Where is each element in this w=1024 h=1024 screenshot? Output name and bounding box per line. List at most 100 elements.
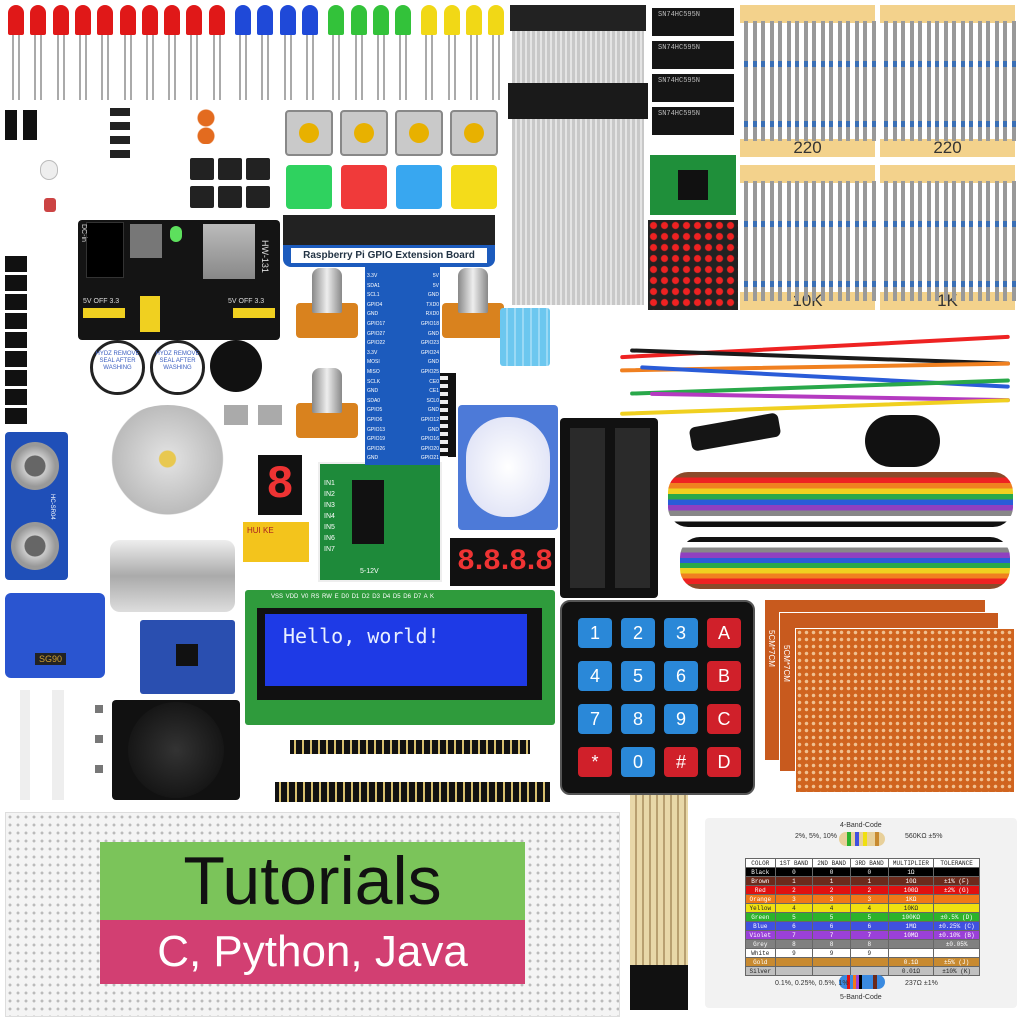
table-cell: Grey bbox=[745, 939, 776, 949]
tactile-button[interactable] bbox=[450, 110, 498, 156]
keypad-key-4[interactable]: 4 bbox=[578, 661, 612, 691]
table-cell: 5 bbox=[774, 912, 814, 922]
keypad-key-D[interactable]: D bbox=[707, 747, 741, 777]
header-cell: 2ND BAND bbox=[812, 858, 851, 868]
table-cell: 1MΩ bbox=[887, 921, 935, 931]
five-band-resistor-icon bbox=[839, 975, 885, 989]
resistor bbox=[795, 21, 799, 141]
potentiometer[interactable] bbox=[442, 268, 504, 348]
resistor bbox=[994, 21, 999, 141]
slide-switches[interactable] bbox=[224, 405, 282, 425]
mini-button[interactable] bbox=[190, 158, 214, 180]
stepper-motor bbox=[100, 405, 235, 525]
led-bar-graph bbox=[424, 373, 456, 457]
keypad-key-A[interactable]: A bbox=[707, 618, 741, 648]
led-leg bbox=[289, 35, 292, 100]
resistor bbox=[969, 21, 973, 141]
mini-button[interactable] bbox=[246, 186, 270, 208]
led-leg bbox=[470, 35, 472, 100]
jumper-right[interactable] bbox=[233, 308, 275, 318]
keypad-key-3[interactable]: 3 bbox=[664, 618, 698, 648]
tactile-button[interactable] bbox=[340, 110, 388, 156]
resistor bbox=[909, 181, 914, 301]
mini-button[interactable] bbox=[218, 186, 242, 208]
table-cell bbox=[812, 957, 851, 967]
gpio-pin-label: GPIO4 bbox=[367, 301, 383, 308]
mini-button[interactable] bbox=[190, 186, 214, 208]
keypad-key-7[interactable]: 7 bbox=[578, 704, 612, 734]
led-leg bbox=[84, 35, 87, 100]
gpio-pin-label: GPIO23 bbox=[420, 340, 439, 347]
resistor bbox=[820, 21, 825, 141]
transistor bbox=[5, 275, 27, 291]
keypad-key-9[interactable]: 9 bbox=[664, 704, 698, 734]
led-leg bbox=[107, 35, 110, 100]
jumper-left[interactable] bbox=[83, 308, 125, 318]
button-cap[interactable] bbox=[341, 165, 387, 209]
table-cell: 3 bbox=[812, 894, 851, 904]
potentiometer[interactable] bbox=[296, 368, 358, 448]
pin-header-strip bbox=[290, 740, 530, 754]
table-cell: 10MΩ bbox=[887, 930, 935, 940]
gpio-pin-label: GPIO6 bbox=[367, 417, 383, 423]
table-cell: 8 bbox=[849, 939, 889, 949]
ribbon-connector bbox=[508, 83, 648, 119]
led bbox=[141, 5, 158, 35]
potentiometer[interactable] bbox=[296, 268, 358, 348]
power-switch[interactable] bbox=[130, 224, 162, 258]
resistor bbox=[769, 21, 774, 141]
led-leg bbox=[18, 35, 20, 100]
joystick-module[interactable] bbox=[112, 700, 240, 800]
servo-label: SG90 bbox=[35, 653, 67, 665]
keypad-key-C[interactable]: C bbox=[707, 704, 741, 734]
keypad-key-B[interactable]: B bbox=[707, 661, 741, 691]
table-cell: 6 bbox=[774, 921, 814, 931]
mini-button[interactable] bbox=[218, 158, 242, 180]
relay-label: HUI KE bbox=[247, 526, 274, 535]
led bbox=[30, 5, 47, 35]
resistor bbox=[918, 21, 922, 141]
resistor bbox=[829, 21, 833, 141]
keypad-key-0[interactable]: 0 bbox=[621, 747, 655, 777]
keypad-key-2[interactable]: 2 bbox=[621, 618, 655, 648]
keypad-key-6[interactable]: 6 bbox=[664, 661, 698, 691]
resistor bbox=[863, 181, 867, 301]
table-cell: ±0.05% bbox=[933, 939, 980, 949]
led-leg bbox=[267, 35, 270, 100]
resistor bbox=[854, 21, 859, 141]
header-cell: MULTIPLIER bbox=[887, 858, 935, 868]
table-cell: 1Ω bbox=[887, 867, 935, 877]
keypad-key-1[interactable]: 1 bbox=[578, 618, 612, 648]
table-cell: 2 bbox=[774, 885, 814, 895]
five-band-title: 5-Band-Code bbox=[840, 994, 882, 1001]
transistor bbox=[5, 351, 27, 367]
transistor bbox=[5, 256, 27, 272]
battery-holder bbox=[560, 418, 658, 598]
button-cap[interactable] bbox=[451, 165, 497, 209]
keypad-key-*[interactable]: * bbox=[578, 747, 612, 777]
keypad-key-#[interactable]: # bbox=[664, 747, 698, 777]
resistor bbox=[761, 21, 765, 141]
table-cell: 3 bbox=[849, 894, 889, 904]
led-leg bbox=[78, 35, 81, 100]
button-cap[interactable] bbox=[396, 165, 442, 209]
tactile-button[interactable] bbox=[395, 110, 443, 156]
mini-button[interactable] bbox=[246, 158, 270, 180]
dc-label: DC-in bbox=[80, 224, 87, 242]
table-cell: ±1% (F) bbox=[933, 876, 980, 886]
resistor bbox=[837, 21, 842, 141]
four-band-value: 560KΩ ±5% bbox=[905, 833, 943, 840]
tactile-button[interactable] bbox=[285, 110, 333, 156]
screws bbox=[95, 705, 103, 785]
button-cap[interactable] bbox=[286, 165, 332, 209]
led-leg bbox=[101, 35, 104, 100]
active-buzzer: HYDZ REMOVE SEAL AFTER WASHING bbox=[90, 340, 145, 395]
gpio-pin-label: GND bbox=[367, 388, 379, 395]
keypad-key-5[interactable]: 5 bbox=[621, 661, 655, 691]
gpio-pin-label: GPIO27 bbox=[367, 330, 386, 337]
keypad-key-8[interactable]: 8 bbox=[621, 704, 655, 734]
table-cell: Black bbox=[745, 867, 776, 877]
